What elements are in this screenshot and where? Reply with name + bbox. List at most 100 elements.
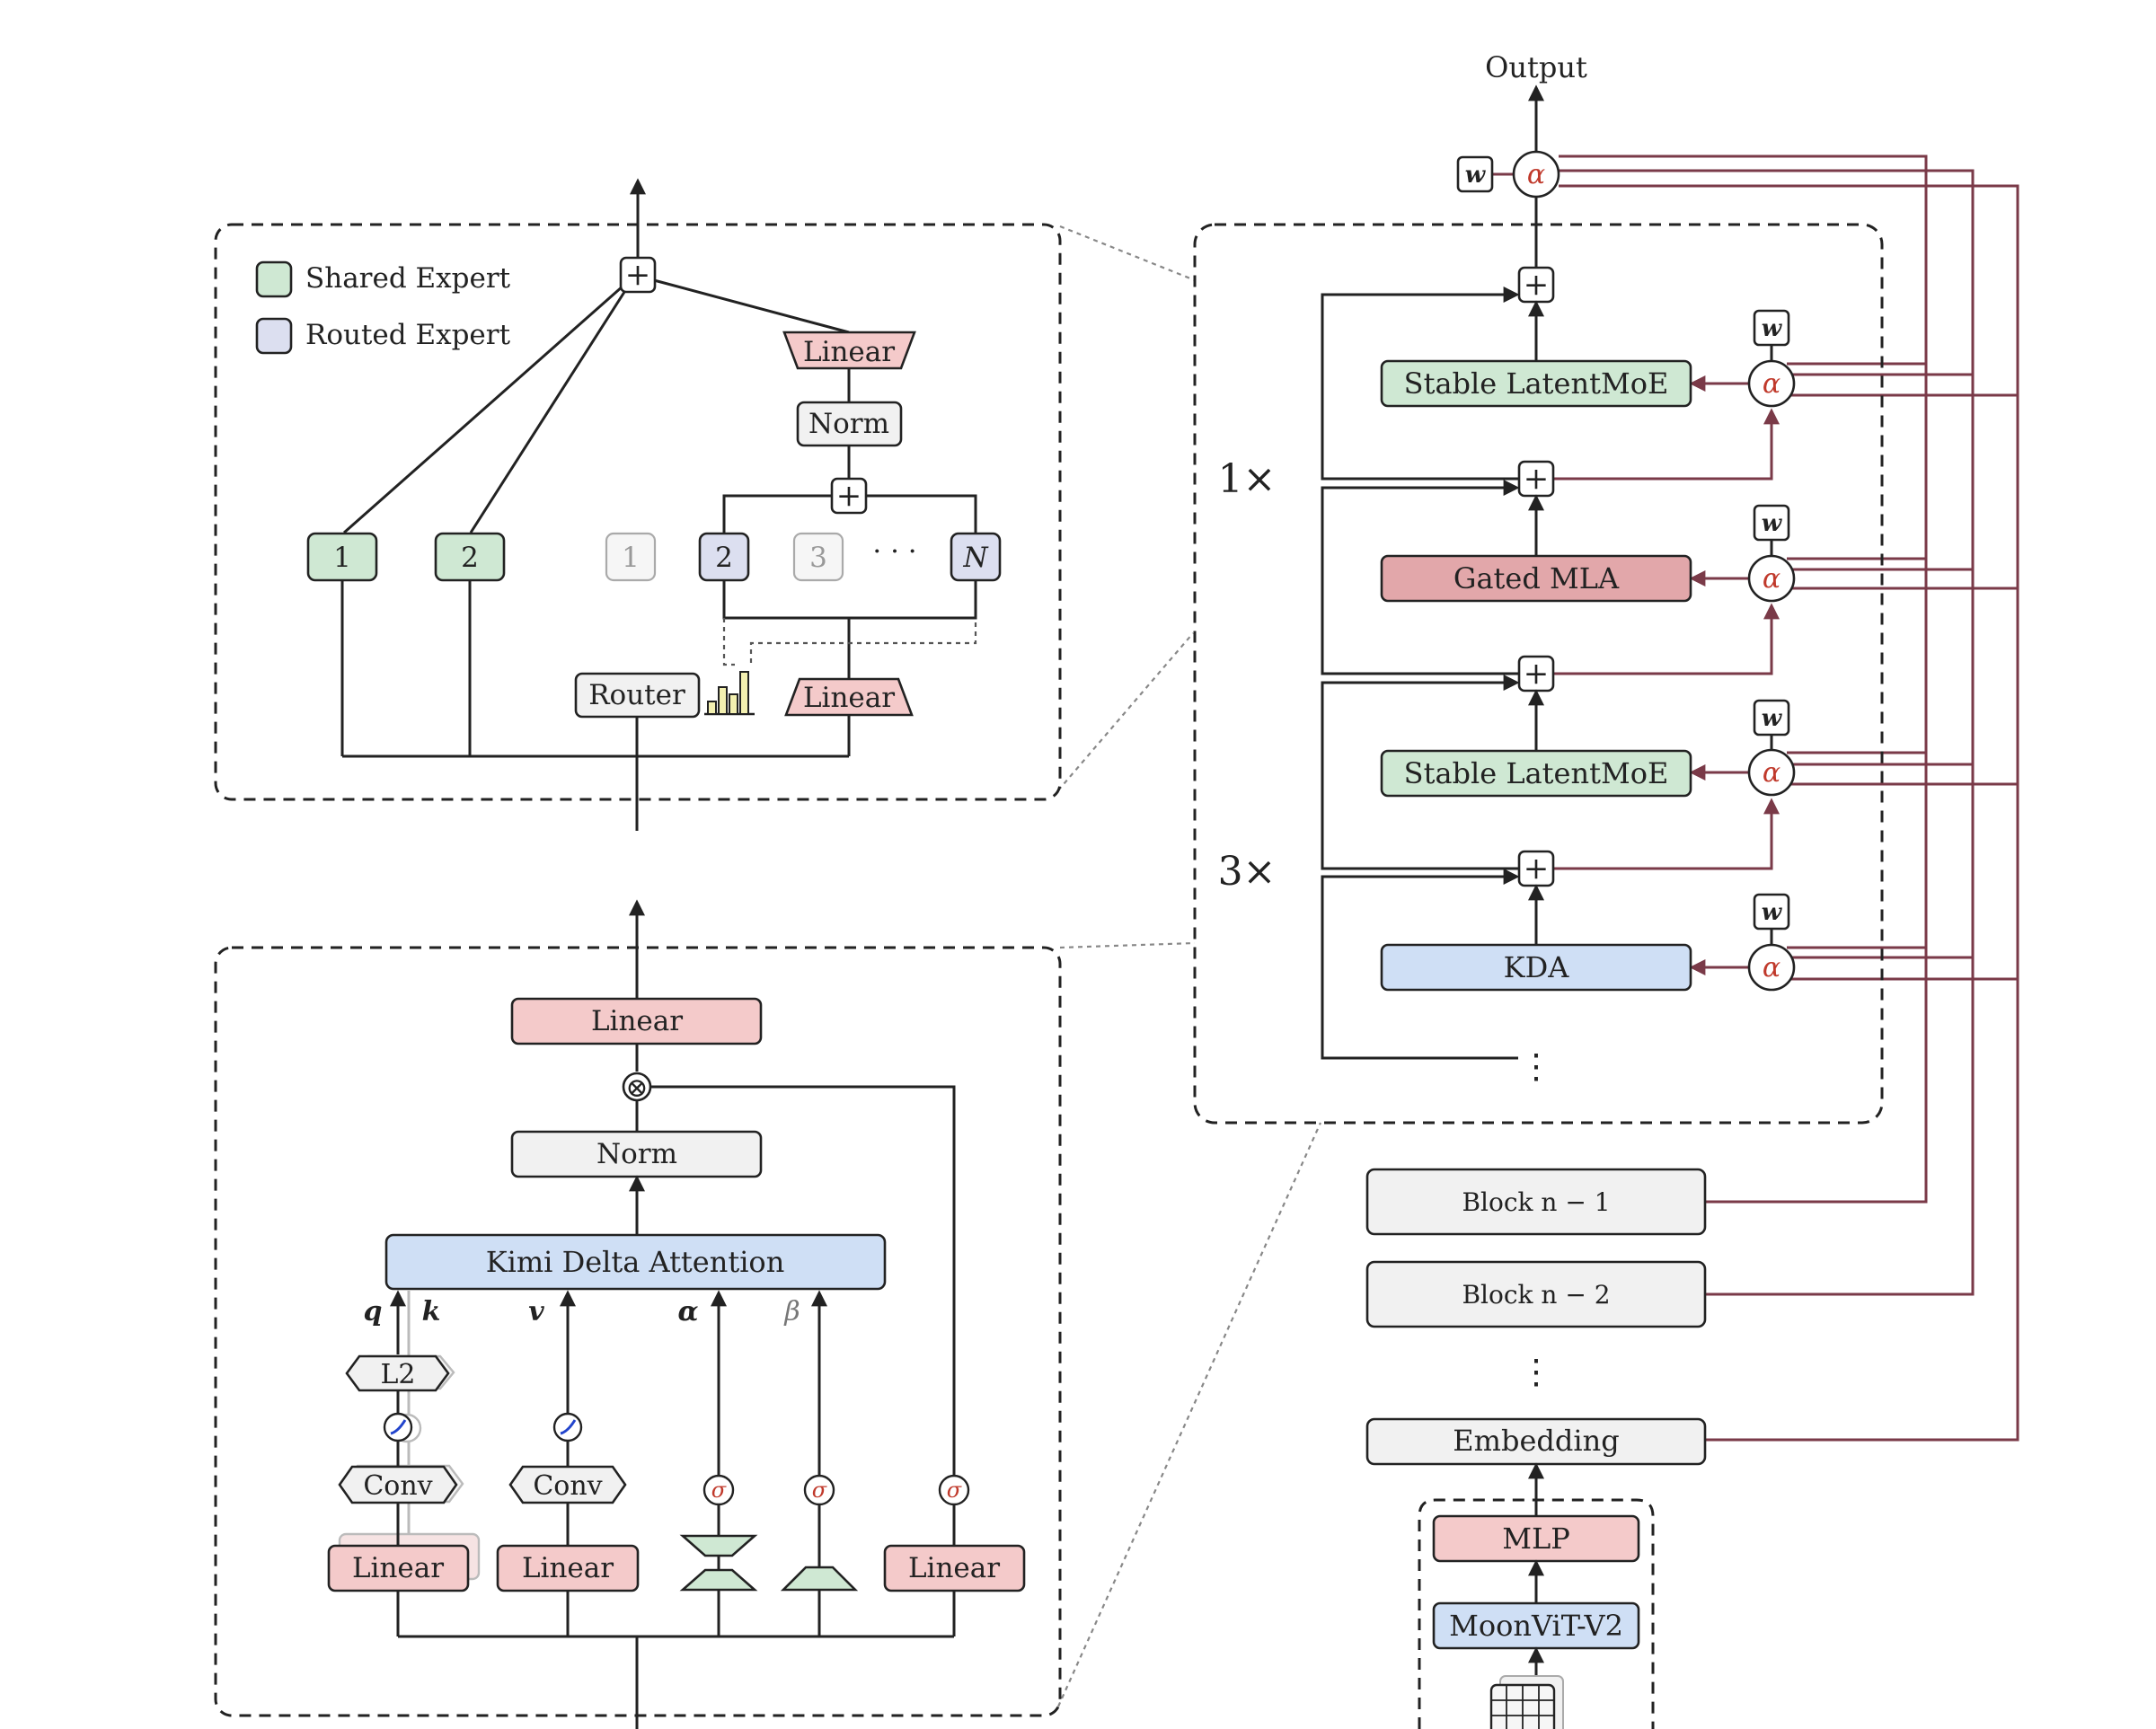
- kda-input-alpha: α: [677, 1296, 698, 1328]
- alpha-linear-up: [679, 1568, 758, 1592]
- alpha-node-3-w: w: [1762, 705, 1783, 732]
- legend-routed-swatch: [255, 317, 293, 355]
- beta-linear: [780, 1566, 859, 1592]
- v-linear-label: Linear: [522, 1552, 614, 1584]
- alpha-linear-down: [679, 1534, 758, 1557]
- moe-linear-up-label: Linear: [803, 336, 895, 368]
- residual-sum-3-symbol: +: [1524, 461, 1550, 497]
- alpha-node-4: w α: [1747, 893, 1796, 992]
- legend-shared-label: Shared Expert: [305, 262, 511, 295]
- qk-activation: [383, 1412, 413, 1442]
- v-activation: [552, 1412, 583, 1442]
- alpha-node-1: w α: [1747, 309, 1796, 408]
- kda-panel: Linear ⊗ Norm Kimi Delta Attention q k v…: [214, 899, 1062, 1729]
- embedding-label: Embedding: [1453, 1424, 1619, 1458]
- block-kda-label: KDA: [1504, 950, 1570, 984]
- legend-shared-swatch: [255, 260, 293, 298]
- block-gated-mla: [1380, 554, 1692, 603]
- alpha-branch: σ: [679, 1290, 758, 1592]
- routed-expert-3: [792, 532, 844, 582]
- alpha-node-1-w: w: [1762, 315, 1783, 342]
- final-weight-symbol: w: [1465, 162, 1487, 189]
- shared-expert-1-label: 1: [333, 542, 351, 574]
- moe-linear-down-label: Linear: [803, 682, 895, 714]
- moe-panel: Shared Expert Routed Expert + Linear Nor…: [214, 178, 1062, 831]
- kimi-delta-attention: [384, 1233, 887, 1291]
- block-stable-latentmoe-top: [1380, 359, 1692, 408]
- repeat-3x: 3×: [1218, 849, 1277, 895]
- qk-conv: [338, 1465, 458, 1504]
- residual-sum-1-symbol: +: [1524, 851, 1550, 887]
- alpha-node-1-symbol: α: [1763, 368, 1780, 400]
- alpha-node-4-w: w: [1762, 899, 1783, 926]
- gate-sigmoid-symbol: σ: [947, 1478, 962, 1503]
- l2-norm-label: L2: [380, 1359, 415, 1390]
- block-kda: [1380, 943, 1692, 992]
- moe-sum-symbol: +: [625, 257, 651, 293]
- routed-ellipsis: · · ·: [872, 535, 916, 568]
- block-n-minus-1-label: Block n − 1: [1462, 1187, 1610, 1217]
- v-conv: [508, 1465, 627, 1504]
- routed-expert-1: [605, 532, 657, 582]
- router-label: Router: [588, 679, 685, 711]
- alpha-node-2: w α: [1747, 504, 1796, 603]
- routed-expert-2-label: 2: [715, 542, 733, 574]
- moe-linear-up: [782, 331, 916, 370]
- gate-linear-label: Linear: [908, 1552, 1000, 1584]
- v-branch: Conv Linear: [496, 1290, 640, 1592]
- qk-conv-label: Conv: [363, 1470, 432, 1502]
- residual-connections: [1493, 154, 2019, 1442]
- moe-linear-down: [784, 677, 914, 717]
- block-n-minus-2-label: Block n − 2: [1462, 1280, 1610, 1310]
- kimi-delta-attention-label: Kimi Delta Attention: [486, 1245, 785, 1279]
- final-alpha-symbol: α: [1527, 159, 1545, 190]
- zoom-connectors: [1056, 225, 1322, 1707]
- alpha-node-3-symbol: α: [1763, 757, 1780, 789]
- image-patches-icon: [1489, 1675, 1564, 1729]
- kda-input-q: q: [364, 1296, 383, 1328]
- kda-linear-out-label: Linear: [591, 1005, 683, 1037]
- model-stack: Output α w 1× 3× + + + + Stable: [1193, 50, 2019, 1729]
- block-n-minus-2: [1365, 1260, 1707, 1328]
- alpha-node-2-symbol: α: [1763, 563, 1780, 595]
- l2-norm: [345, 1354, 450, 1392]
- qk-branch: L2 Conv Linear: [327, 1290, 481, 1592]
- residual-sum-4-symbol: +: [1524, 267, 1550, 303]
- moe-norm-label: Norm: [808, 408, 889, 440]
- gate-branch: σ Linear: [883, 1474, 1026, 1592]
- alpha-node-3: w α: [1747, 699, 1796, 797]
- alpha-sigmoid-symbol: σ: [711, 1478, 727, 1503]
- legend-routed-label: Routed Expert: [305, 319, 511, 351]
- block-stable-latentmoe-top-label: Stable LatentMoE: [1404, 366, 1669, 401]
- output-label: Output: [1485, 50, 1587, 84]
- routed-expert-1-label: 1: [622, 542, 640, 574]
- residual-sum-2-symbol: +: [1524, 656, 1550, 692]
- block-n-minus-1: [1365, 1168, 1707, 1236]
- alpha-node-2-w: w: [1762, 510, 1783, 537]
- router-scores-icon: [704, 671, 755, 716]
- kda-input-beta: β: [783, 1296, 800, 1328]
- blocks-ellipsis: ⋮: [1519, 1352, 1553, 1391]
- shared-expert-2-label: 2: [461, 542, 479, 574]
- beta-branch: σ: [780, 1290, 859, 1592]
- kda-norm-label: Norm: [596, 1138, 677, 1170]
- vision-mlp-label: MLP: [1502, 1522, 1570, 1556]
- stack-ellipsis: ⋮: [1519, 1046, 1553, 1086]
- repeat-1x: 1×: [1218, 456, 1277, 502]
- moonvit-v2-label: MoonViT-V2: [1449, 1609, 1623, 1643]
- block-stable-latentmoe-bottom-label: Stable LatentMoE: [1404, 756, 1669, 790]
- qk-linear-label: Linear: [352, 1552, 444, 1584]
- routed-expert-n-label: N: [962, 542, 989, 574]
- routed-sum-symbol: +: [836, 478, 862, 514]
- v-conv-label: Conv: [533, 1470, 602, 1502]
- beta-sigmoid-symbol: σ: [812, 1478, 827, 1503]
- routed-expert-3-label: 3: [809, 542, 827, 574]
- final-weight-box: [1456, 155, 1494, 193]
- block-gated-mla-label: Gated MLA: [1454, 561, 1620, 595]
- kda-input-k: k: [422, 1296, 441, 1328]
- kda-input-v: v: [528, 1296, 544, 1328]
- moe-sum-node: [619, 256, 657, 294]
- block-stable-latentmoe-bottom: [1380, 749, 1692, 798]
- kda-gate-mult-symbol: ⊗: [625, 1072, 648, 1104]
